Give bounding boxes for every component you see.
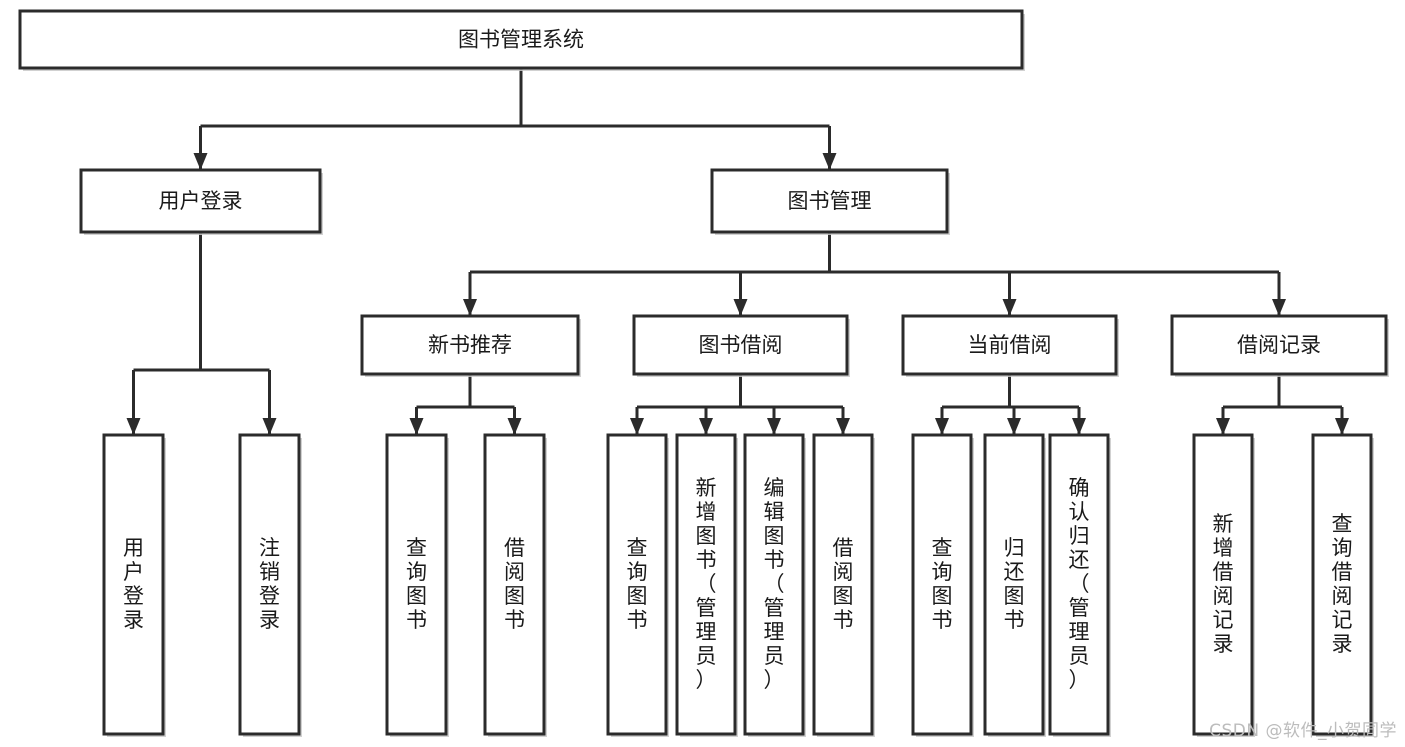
node-root-图书管理系统-rect[interactable]: [18, 9, 1024, 70]
node-leaf-user-login-label: 用户登录: [123, 536, 144, 632]
connectors-layer: [126, 68, 1349, 435]
node-leaf-user-login[interactable]: 用户登录: [102, 433, 166, 737]
node-leaf-return-book-rect[interactable]: [983, 433, 1045, 736]
arrow-head-icon: [836, 418, 850, 435]
node-leaf-add-book-admin-label: 新增图书（管理员）: [696, 476, 717, 692]
arrow-head-icon: [935, 418, 949, 435]
node-leaf-query-book-3-rect[interactable]: [911, 433, 973, 736]
node-leaf-query-borrow-record-label: 查询借阅记录: [1332, 512, 1353, 656]
node-user-login-rect[interactable]: [79, 168, 322, 234]
nodes-layer: 图书管理系统用户登录图书管理新书推荐图书借阅当前借阅借阅记录用户登录注销登录查询…: [18, 9, 1389, 737]
node-leaf-query-borrow-record[interactable]: 查询借阅记录: [1311, 433, 1374, 737]
node-root-图书管理系统[interactable]: 图书管理系统: [18, 9, 1025, 71]
node-book-borrow-rect[interactable]: [632, 314, 849, 376]
node-leaf-edit-book-admin-rect[interactable]: [743, 433, 805, 736]
node-book-borrow-label: 图书借阅: [699, 333, 783, 357]
node-new-book-recommend-label: 新书推荐: [428, 333, 512, 357]
arrow-head-icon: [262, 418, 277, 435]
node-leaf-edit-book-admin[interactable]: 编辑图书（管理员）: [743, 433, 806, 737]
arrow-head-icon: [630, 418, 644, 435]
node-leaf-query-borrow-record-rect[interactable]: [1311, 433, 1373, 736]
node-leaf-logout-login-label: 注销登录: [259, 536, 280, 632]
node-new-book-recommend-rect[interactable]: [360, 314, 580, 376]
node-leaf-query-book-3-label: 查询图书: [932, 536, 953, 632]
node-borrow-record-label: 借阅记录: [1237, 333, 1321, 357]
node-leaf-add-borrow-record[interactable]: 新增借阅记录: [1192, 433, 1255, 737]
arrow-head-icon: [699, 418, 713, 435]
node-leaf-borrow-book-2-rect[interactable]: [812, 433, 874, 736]
arrow-head-icon: [1272, 299, 1286, 316]
node-book-borrow[interactable]: 图书借阅: [632, 314, 850, 377]
node-current-borrow-rect[interactable]: [901, 314, 1118, 376]
arrow-head-icon: [507, 418, 522, 435]
node-leaf-query-book-2-rect[interactable]: [606, 433, 668, 736]
node-leaf-return-book-label: 归还图书: [1004, 536, 1025, 632]
arrow-head-icon: [767, 418, 781, 435]
node-leaf-edit-book-admin-label: 编辑图书（管理员）: [764, 476, 785, 692]
node-leaf-borrow-book-2-label: 借阅图书: [833, 536, 854, 632]
node-borrow-record[interactable]: 借阅记录: [1170, 314, 1389, 377]
node-book-management-rect[interactable]: [710, 168, 949, 234]
csdn-watermark: CSDN @软件_小贺同学: [1209, 721, 1397, 741]
node-user-login[interactable]: 用户登录: [79, 168, 323, 235]
node-leaf-query-book-2-label: 查询图书: [627, 536, 648, 632]
node-current-borrow[interactable]: 当前借阅: [901, 314, 1119, 377]
node-leaf-return-book[interactable]: 归还图书: [983, 433, 1046, 737]
node-book-management[interactable]: 图书管理: [710, 168, 950, 235]
node-leaf-borrow-book-1-rect[interactable]: [483, 433, 546, 736]
node-leaf-add-book-admin[interactable]: 新增图书（管理员）: [675, 433, 738, 737]
node-leaf-add-borrow-record-rect[interactable]: [1192, 433, 1254, 736]
arrow-head-icon: [463, 299, 477, 316]
node-leaf-query-book-3[interactable]: 查询图书: [911, 433, 974, 737]
arrow-head-icon: [1007, 418, 1021, 435]
node-leaf-confirm-return-rect[interactable]: [1048, 433, 1110, 736]
node-borrow-record-rect[interactable]: [1170, 314, 1388, 376]
node-book-management-label: 图书管理: [788, 189, 872, 213]
arrow-head-icon: [1002, 299, 1017, 316]
node-leaf-user-login-rect[interactable]: [102, 433, 165, 736]
arrow-head-icon: [1072, 418, 1086, 435]
node-new-book-recommend[interactable]: 新书推荐: [360, 314, 581, 377]
node-leaf-borrow-book-1-label: 借阅图书: [504, 536, 525, 632]
arrow-head-icon: [822, 153, 837, 170]
arrow-head-icon: [126, 418, 141, 435]
node-leaf-query-book-1[interactable]: 查询图书: [385, 433, 449, 737]
node-leaf-query-book-1-rect[interactable]: [385, 433, 448, 736]
node-leaf-borrow-book-2[interactable]: 借阅图书: [812, 433, 875, 737]
arrow-head-icon: [409, 418, 424, 435]
arrow-head-icon: [193, 153, 208, 170]
node-leaf-add-book-admin-rect[interactable]: [675, 433, 737, 736]
arrow-head-icon: [1335, 418, 1349, 435]
node-leaf-confirm-return-label: 确认归还（管理员）: [1069, 476, 1090, 692]
arrow-head-icon: [1216, 418, 1230, 435]
node-leaf-query-book-2[interactable]: 查询图书: [606, 433, 669, 737]
arrow-head-icon: [733, 299, 748, 316]
node-user-login-label: 用户登录: [159, 189, 243, 213]
node-leaf-logout-login-rect[interactable]: [238, 433, 301, 736]
node-leaf-logout-login[interactable]: 注销登录: [238, 433, 302, 737]
node-current-borrow-label: 当前借阅: [968, 333, 1052, 357]
node-root-图书管理系统-label: 图书管理系统: [458, 28, 584, 52]
node-leaf-borrow-book-1[interactable]: 借阅图书: [483, 433, 547, 737]
node-leaf-confirm-return[interactable]: 确认归还（管理员）: [1048, 433, 1111, 737]
node-leaf-add-borrow-record-label: 新增借阅记录: [1213, 512, 1234, 656]
node-leaf-query-book-1-label: 查询图书: [406, 536, 427, 632]
